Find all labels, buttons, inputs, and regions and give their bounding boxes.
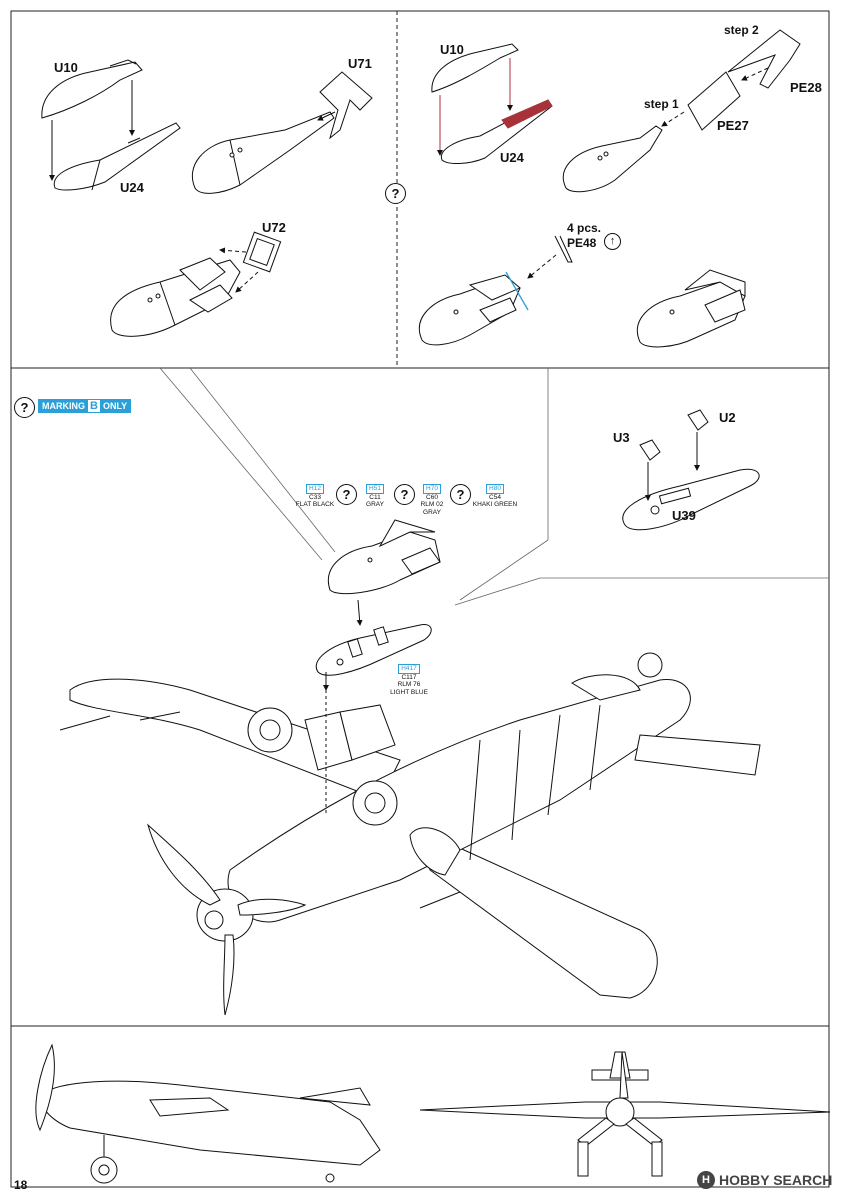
rack-u39-u2-u3 xyxy=(622,409,760,531)
paint-code: H417 xyxy=(398,664,420,674)
callout-lines xyxy=(159,367,829,606)
part-label-pe27: PE27 xyxy=(717,118,749,133)
part-qty-pe48: 4 pcs. xyxy=(567,221,602,235)
paint-option-icon: ? xyxy=(336,484,357,505)
paint-option-icon: ? xyxy=(450,484,471,505)
paint-code: H80 xyxy=(486,484,504,494)
paint-callout-rlm76: H417 C117 RLM 76 LIGHT BLUE xyxy=(390,664,428,696)
drop-tank-finished-view xyxy=(636,269,746,348)
paint-c-code: C54 xyxy=(489,493,501,501)
marking-question-icon: ? xyxy=(14,397,35,418)
part-label-u2: U2 xyxy=(719,410,736,425)
part-label-u10-alt: U10 xyxy=(440,42,464,57)
drop-tank-pe48-wire xyxy=(419,235,573,346)
paint-name: RLM 76 LIGHT BLUE xyxy=(390,681,428,696)
paint-callout-gray: H51 C11 GRAY xyxy=(360,484,390,509)
marking-b-only-badge: MARKING B ONLY xyxy=(38,399,132,413)
part-label-u10: U10 xyxy=(54,60,78,75)
drop-tank-u72-frame xyxy=(110,231,282,337)
drop-tank-u10-u24-assembly xyxy=(41,59,181,191)
part-label-pe48: PE48 xyxy=(567,236,597,250)
part-label-u24-alt: U24 xyxy=(500,150,524,165)
paint-option-icon: ? xyxy=(394,484,415,505)
part-label-u24: U24 xyxy=(120,180,144,195)
marking-prefix: MARKING xyxy=(42,401,85,411)
watermark-text: HOBBY SEARCH xyxy=(719,1172,833,1188)
drop-tank-pe27-pe28-steps xyxy=(562,29,801,193)
watermark: H HOBBY SEARCH xyxy=(697,1171,832,1189)
paint-name: FLAT BLACK xyxy=(295,501,335,508)
bend-arrow-icon: ↑ xyxy=(604,233,621,250)
part-label-pe28: PE28 xyxy=(790,80,822,95)
paint-c-code: C117 xyxy=(401,673,417,681)
part-label-u71: U71 xyxy=(348,56,372,71)
paint-code: H12 xyxy=(306,484,324,494)
marking-letter: B xyxy=(88,400,100,412)
detail-drop-tank xyxy=(327,519,441,626)
paint-callout-khaki-green: H80 C54 KHAKI GREEN xyxy=(472,484,518,509)
hobby-search-logo-icon: H xyxy=(697,1171,715,1189)
drop-tank-u10-u24-alt-assembly xyxy=(431,43,553,164)
part-label-u72: U72 xyxy=(262,220,286,235)
detail-rack-u39 xyxy=(315,623,432,691)
front-view xyxy=(419,1051,831,1177)
part-label-u39: U39 xyxy=(672,508,696,523)
paint-c-code: C33 xyxy=(309,493,321,501)
page-number: 18 xyxy=(14,1178,28,1192)
paint-callout-flat-black: H12 C33 FLAT BLACK xyxy=(292,484,338,509)
step-1-label: step 1 xyxy=(644,97,679,111)
paint-name: RLM 02 GRAY xyxy=(420,501,444,516)
drop-tank-u71-fin xyxy=(192,71,373,194)
step-2-label: step 2 xyxy=(724,23,759,37)
part-label-u3: U3 xyxy=(613,430,630,445)
paint-name: GRAY xyxy=(366,501,384,508)
paint-name: KHAKI GREEN xyxy=(472,501,518,508)
paint-code: H70 xyxy=(423,484,441,494)
paint-callout-rlm02: H70 C60 RLM 02 GRAY xyxy=(416,484,448,516)
option-question-icon: ? xyxy=(385,183,406,204)
side-profile-view xyxy=(35,1043,381,1184)
paint-c-code: C60 xyxy=(426,493,438,501)
marking-suffix: ONLY xyxy=(102,401,128,411)
page-frame xyxy=(10,10,830,1188)
paint-c-code: C11 xyxy=(369,493,381,501)
paint-code: H51 xyxy=(366,484,384,494)
aircraft-underside-view xyxy=(59,652,761,1016)
